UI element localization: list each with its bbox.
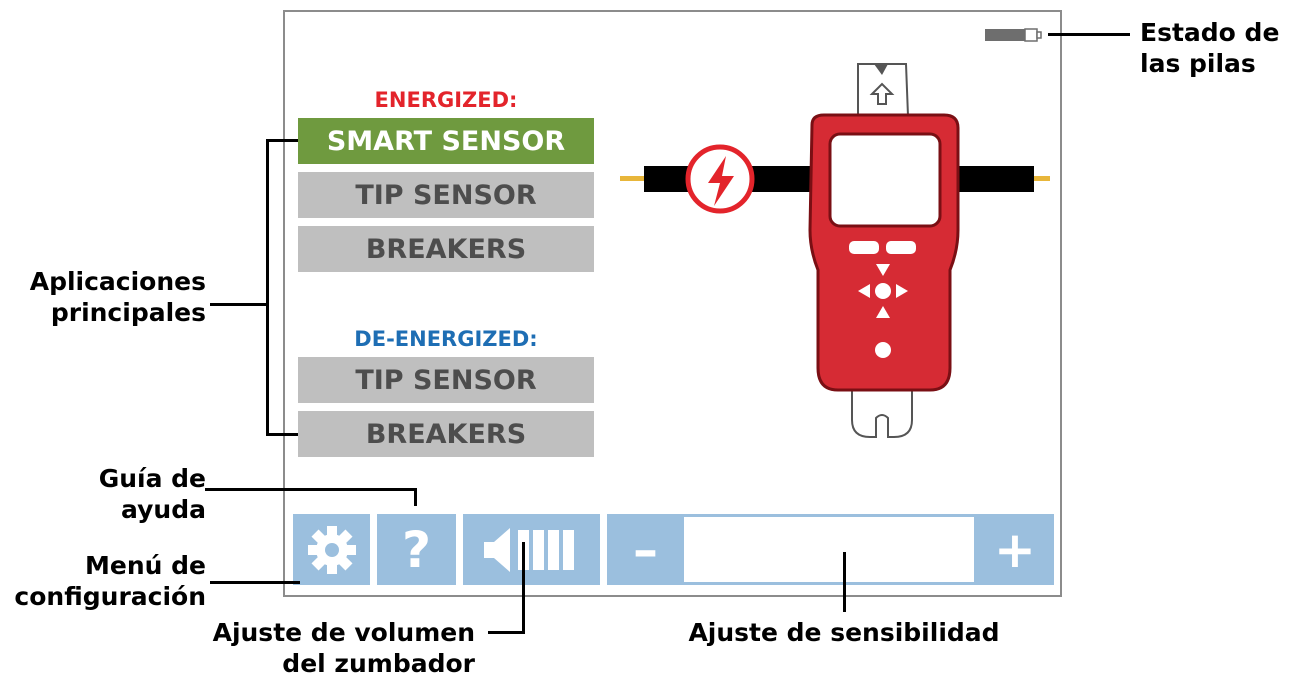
device-illustration	[615, 55, 1055, 455]
main-apps-callout: Aplicaciones principales	[29, 267, 206, 327]
de-energized-heading: DE-ENERGIZED:	[354, 327, 538, 351]
sensitivity-plus-button[interactable]: +	[976, 514, 1054, 585]
help-question-mark: ?	[401, 520, 431, 579]
smart-sensor-button[interactable]: SMART SENSOR	[298, 118, 594, 164]
apps-callout-line	[210, 303, 268, 306]
battery-icon	[983, 26, 1053, 44]
volume-callout: Ajuste de volumen del zumbador	[212, 618, 475, 678]
sensitivity-callout-line	[843, 552, 846, 612]
speaker-volume-icon	[483, 527, 574, 572]
sensitivity-slider[interactable]	[684, 517, 974, 582]
volume-callout-line-h	[488, 631, 525, 634]
help-button[interactable]: ?	[377, 514, 456, 585]
breakers-energized-button[interactable]: BREAKERS	[298, 226, 594, 272]
apps-bracket-top	[266, 139, 298, 142]
plus-icon: +	[994, 520, 1036, 579]
settings-callout: Menú de configuración	[14, 551, 206, 611]
minus-icon: –	[633, 520, 658, 579]
apps-bracket-bottom	[266, 433, 298, 436]
battery-callout: Estado de las pilas	[1140, 18, 1280, 78]
volume-button[interactable]	[463, 514, 600, 585]
help-callout-line-v	[414, 488, 417, 506]
sensitivity-callout: Ajuste de sensibilidad	[688, 618, 1000, 647]
tip-sensor-energized-button[interactable]: TIP SENSOR	[298, 172, 594, 218]
help-callout: Guía de ayuda	[98, 464, 206, 524]
volume-callout-line-v	[522, 542, 525, 634]
breakers-de-energized-button[interactable]: BREAKERS	[298, 411, 594, 457]
battery-callout-line	[1048, 33, 1130, 36]
apps-bracket-vertical	[266, 139, 269, 435]
sensitivity-minus-button[interactable]: –	[607, 514, 684, 585]
help-callout-line-h	[205, 488, 417, 491]
settings-callout-line	[210, 581, 300, 584]
tip-sensor-de-energized-button[interactable]: TIP SENSOR	[298, 357, 594, 403]
gear-icon	[307, 525, 356, 574]
energized-heading: ENERGIZED:	[374, 88, 518, 112]
settings-button[interactable]	[293, 514, 370, 585]
